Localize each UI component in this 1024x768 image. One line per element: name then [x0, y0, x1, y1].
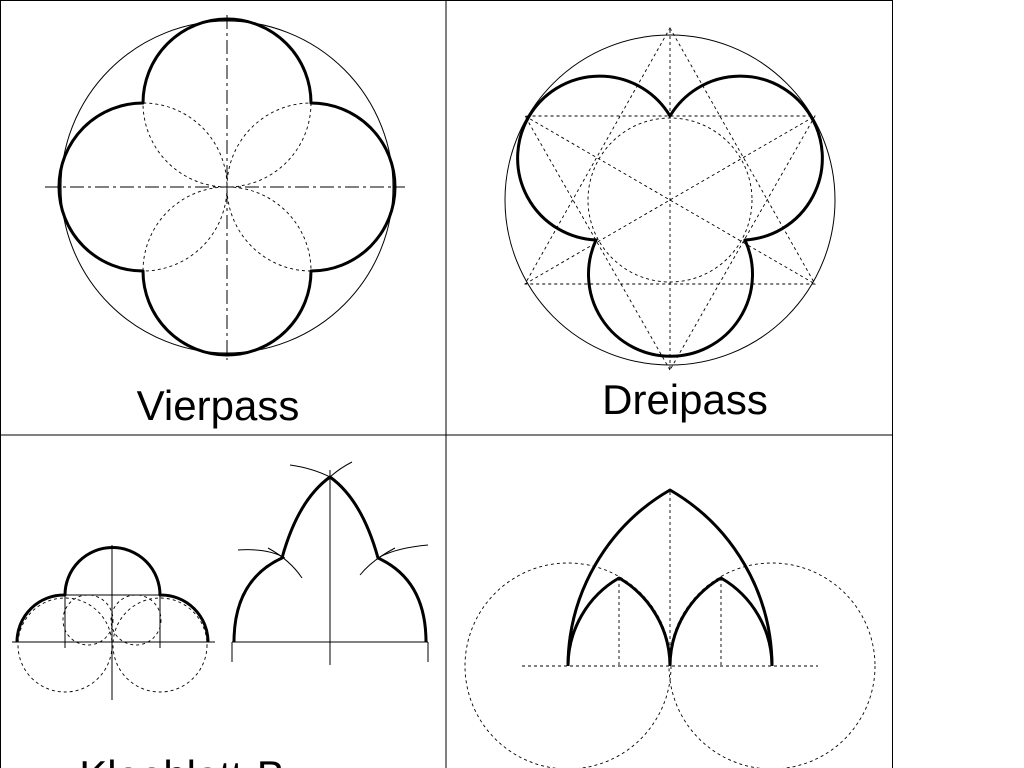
dreipass-enclosing-circle: [504, 34, 836, 366]
gothic-construction-circle-right: [668, 562, 876, 768]
kleeblatt-round-outline: [15, 546, 210, 643]
panel-grid: [0, 0, 893, 768]
dreipass-panel: Dreipass: [504, 27, 836, 423]
gothic-panel: [464, 488, 876, 768]
dreipass-label: Dreipass: [602, 376, 768, 423]
kleeblatt-pointed-arch: [231, 461, 429, 665]
vierpass-construction-circle-left: [58, 102, 228, 272]
kleeblatt-label: Kleeblatt-B: [79, 752, 284, 768]
dreipass-diagonal-b: [524, 115, 816, 285]
pointed-shoulder-arc-right: [377, 544, 429, 559]
kleeblatt-construction-circle-base-right: [112, 597, 208, 693]
dreipass-construction-lines: [524, 30, 816, 370]
kleeblatt-construction-circle-base-left: [17, 597, 113, 693]
gothic-right-lancet: [668, 576, 774, 667]
gothic-main-arch: [566, 488, 774, 667]
dreipass-triangle-down: [524, 115, 816, 371]
pointed-apex-arc-right: [329, 461, 353, 478]
kleeblatt-pointed-outline: [232, 475, 428, 643]
vierpass-outline: [57, 17, 397, 357]
dreipass-diagonal-a: [524, 115, 816, 285]
dreipass-outline: [516, 74, 824, 358]
kleeblatt-panel: Kleeblatt-B: [12, 461, 429, 768]
kleeblatt-round-arch: [12, 545, 215, 700]
pointed-shoulder-tick-left: [267, 547, 303, 579]
kleeblatt-construction-circle-left: [62, 594, 114, 646]
vierpass-panel: Vierpass: [45, 15, 405, 429]
pointed-shoulder-tick-right: [359, 547, 396, 576]
gothic-left-lancet: [566, 576, 672, 667]
kleeblatt-construction-circle-right: [110, 594, 162, 646]
pointed-apex-arc-left: [289, 464, 331, 478]
vierpass-label: Vierpass: [137, 382, 300, 429]
